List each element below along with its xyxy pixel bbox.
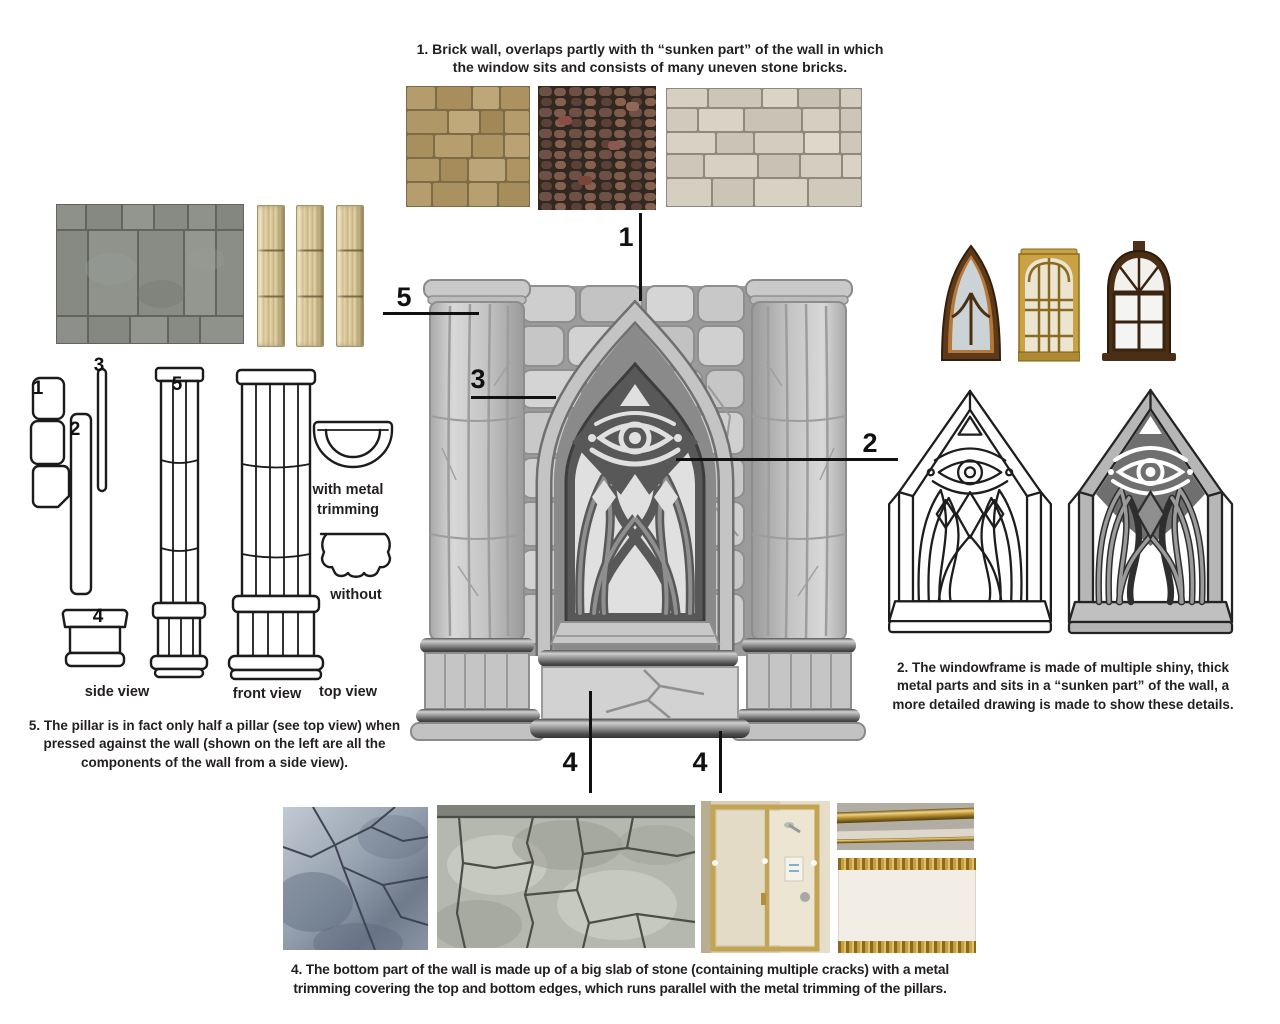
stone-tile-graphic	[56, 204, 244, 344]
brick-texture-rubble-graphic	[538, 86, 656, 210]
cracked-slab-photo-2	[437, 805, 695, 948]
windowframe-drawing-shaded	[1067, 388, 1234, 635]
part-number-3: 3	[93, 355, 105, 376]
note-windowframe: 2. The windowframe is made of multiple s…	[892, 660, 1234, 712]
callout-line-slab-left	[589, 691, 592, 793]
part-number-5: 5	[171, 374, 183, 395]
part-number-1: 1	[32, 378, 44, 399]
gothic-window-graphic	[940, 244, 1002, 361]
sash-window-graphic	[1102, 241, 1176, 361]
sash-window-photo	[1100, 240, 1178, 363]
label-with-metal-trimming: with metal trimming	[312, 482, 384, 518]
wooden-window-graphic	[1018, 248, 1080, 362]
shower-door-photo	[701, 801, 830, 953]
label-side-view: side view	[84, 684, 150, 700]
callout-line-brick	[639, 213, 642, 301]
gold-trim-top-edge	[838, 858, 976, 870]
fluted-column-photo-1	[257, 205, 285, 347]
gold-trim-board-photo	[838, 858, 976, 953]
stone-tile-texture-photo	[56, 204, 244, 344]
callout-number-slab-left: 4	[562, 747, 578, 777]
callout-line-arch	[471, 396, 556, 399]
note-brick-wall: 1. Brick wall, overlaps partly with th “…	[416, 41, 884, 76]
wall-concept-drawing	[410, 278, 867, 742]
cracked-slab-2-graphic	[437, 805, 695, 948]
label-front-view: front view	[232, 686, 302, 702]
part-number-4: 4	[92, 606, 104, 627]
brick-texture-tan-graphic	[406, 86, 530, 207]
note-bottom-slab: 4. The bottom part of the wall is made u…	[290, 962, 949, 996]
cracked-slab-1-graphic	[283, 807, 428, 950]
pillar-components-sketch	[29, 366, 394, 681]
metal-trim-rails-photo	[837, 803, 974, 850]
label-without: without	[330, 587, 382, 603]
callout-line-pillar	[383, 312, 479, 315]
metal-trim-rails-graphic	[837, 803, 974, 850]
brick-texture-photo-ashlar	[666, 88, 862, 207]
callout-line-slab-right	[719, 731, 722, 793]
callout-number-pillar: 5	[396, 282, 412, 312]
callout-number-brick: 1	[618, 222, 634, 252]
shower-door-graphic	[701, 801, 830, 953]
brick-texture-photo-rubble	[538, 86, 656, 210]
note-pillar: 5. The pillar is in fact only half a pil…	[28, 718, 401, 770]
label-top-view: top view	[318, 684, 377, 700]
part-number-2: 2	[69, 419, 81, 440]
fluted-column-photo-3	[336, 205, 364, 347]
windowframe-drawing-lineart	[887, 389, 1053, 634]
callout-number-frame: 2	[862, 428, 878, 458]
gothic-window-photo	[938, 243, 1004, 365]
callout-number-slab-right: 4	[692, 747, 708, 777]
brick-texture-photo-tan	[406, 86, 530, 207]
callout-number-arch: 3	[470, 364, 486, 394]
cracked-slab-photo-1	[283, 807, 428, 950]
gold-trim-bottom-edge	[838, 941, 976, 953]
callout-line-frame	[676, 458, 898, 461]
wooden-window-photo	[1018, 248, 1080, 362]
brick-texture-ashlar-graphic	[666, 88, 862, 207]
fluted-column-photo-2	[296, 205, 324, 347]
